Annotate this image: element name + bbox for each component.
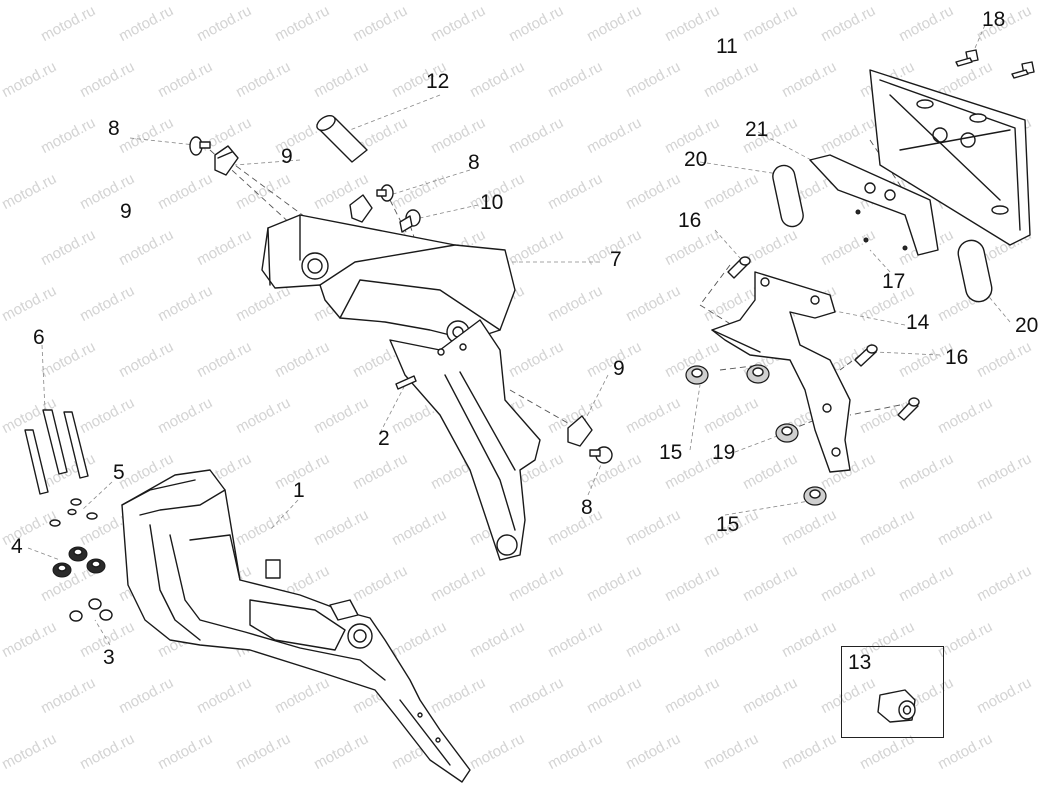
bracket-part-14 xyxy=(711,271,851,473)
callout-6: 6 xyxy=(33,326,45,349)
callout-16-lower: 16 xyxy=(945,346,969,369)
fastener-part-8-lower xyxy=(589,446,613,464)
callout-9-left: 9 xyxy=(120,200,132,223)
callout-2: 2 xyxy=(378,427,390,450)
callout-20-right: 20 xyxy=(1015,314,1039,337)
leader-lines xyxy=(27,24,1011,646)
callout-3: 3 xyxy=(103,646,115,669)
callout-16-upper: 16 xyxy=(678,209,702,232)
clip-part-9-middle xyxy=(349,194,373,223)
bolt-part-2-small xyxy=(395,375,417,390)
nuts-part-15-19 xyxy=(685,364,827,506)
inset-frame-part-13 xyxy=(841,646,944,738)
callout-8-middle: 8 xyxy=(468,151,480,174)
rear-arm-part-2 xyxy=(389,319,541,561)
callout-5: 5 xyxy=(113,461,125,484)
fastener-part-8-upper xyxy=(189,136,211,156)
callout-1: 1 xyxy=(293,479,305,502)
lower-housing-part-1 xyxy=(121,469,471,783)
callout-20-upper: 20 xyxy=(684,148,708,171)
callout-18: 18 xyxy=(982,8,1006,31)
clip-part-9-lower xyxy=(567,415,593,447)
callout-11: 11 xyxy=(716,35,738,58)
reflector-part-20-left xyxy=(772,164,804,228)
bracket-part-21 xyxy=(809,154,939,256)
pins-part-16 xyxy=(727,256,920,421)
callout-15-upper: 15 xyxy=(659,441,683,464)
callout-9-upper: 9 xyxy=(281,145,293,168)
clamp-part-13 xyxy=(877,689,916,723)
callout-12: 12 xyxy=(426,70,450,93)
callout-17: 17 xyxy=(882,270,906,293)
bolts-part-6 xyxy=(24,409,89,495)
callout-9-lower: 9 xyxy=(613,357,625,380)
plate-holder-part-11 xyxy=(869,69,1031,246)
callout-15-lower: 15 xyxy=(716,513,740,536)
callout-4: 4 xyxy=(11,535,23,558)
callout-13: 13 xyxy=(848,651,872,674)
screws-part-18 xyxy=(955,49,1035,79)
callout-19: 19 xyxy=(712,441,736,464)
callout-21: 21 xyxy=(745,118,769,141)
callout-10: 10 xyxy=(480,191,504,214)
callout-8-lower: 8 xyxy=(581,496,593,519)
spacers-part-3 xyxy=(69,598,113,622)
callout-7: 7 xyxy=(610,248,622,271)
fastener-part-8-middle xyxy=(376,184,394,202)
callout-8-upper: 8 xyxy=(108,117,120,140)
grommets-part-4 xyxy=(52,546,106,578)
screw-part-10 xyxy=(399,209,421,233)
reflector-part-20-right xyxy=(957,239,993,303)
clip-part-9-upper xyxy=(214,145,239,176)
tube-part-12 xyxy=(316,114,368,163)
washers-part-5 xyxy=(49,498,98,527)
callout-14: 14 xyxy=(906,311,930,334)
